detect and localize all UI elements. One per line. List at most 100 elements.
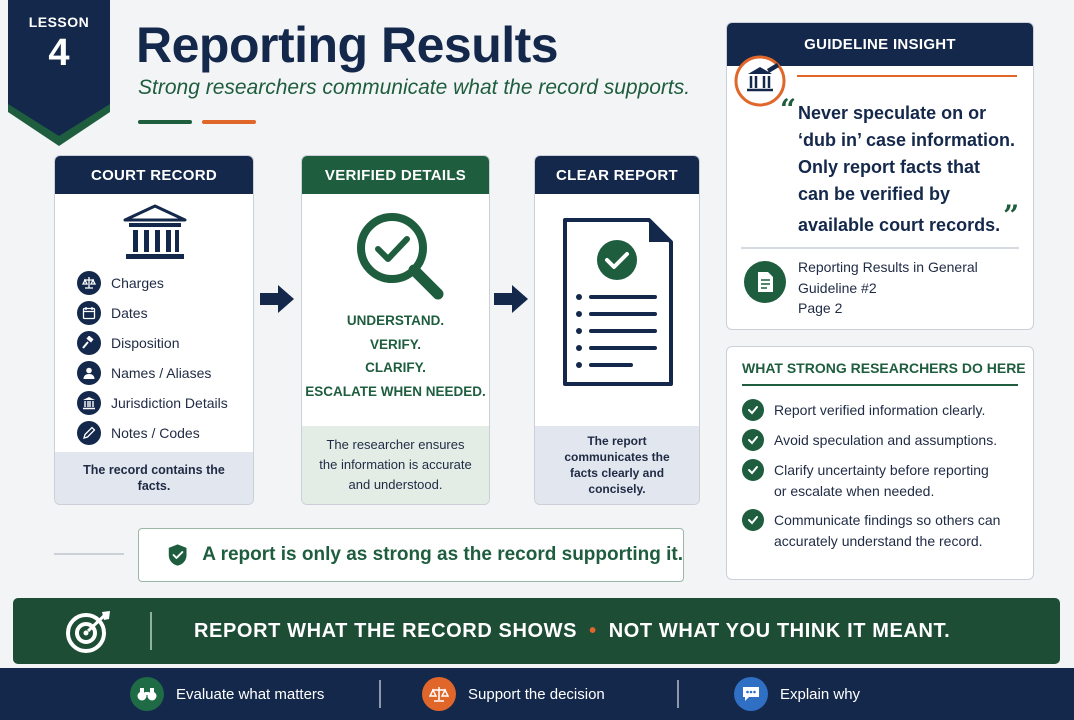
- arrow-right-icon: [494, 285, 528, 313]
- strong-researchers-title: WHAT STRONG RESEARCHERS DO HERE: [742, 360, 1026, 376]
- reference-line: Guideline #2: [798, 279, 877, 296]
- strong-item-text: Avoid speculation and assumptions.: [774, 432, 998, 448]
- divider-line: [54, 553, 124, 555]
- key-statement-text: A report is only as strong as the record…: [202, 544, 683, 565]
- quote-line: ‘dub in’ case information.: [798, 130, 1016, 150]
- clear-report-panel: CLEAR REPORT The report communicates the…: [534, 155, 700, 505]
- banner-part-1: REPORT WHAT THE RECORD SHOWS: [194, 620, 578, 642]
- strong-item-text: Report verified information clearly.: [774, 402, 986, 418]
- record-item-charges: Charges: [77, 271, 164, 295]
- verified-details-title: VERIFIED DETAILS: [302, 156, 489, 194]
- record-item-label: Notes / Codes: [111, 425, 200, 441]
- lesson-number: 4: [48, 32, 70, 74]
- open-quote-icon: “: [780, 93, 797, 126]
- strong-researchers-underline: [742, 384, 1018, 386]
- quote-line: Only report facts that: [798, 157, 981, 177]
- footer-item-label: Support the decision: [468, 685, 605, 703]
- guideline-quote: “Never speculate on or ‘dub in’ case inf…: [780, 96, 1020, 239]
- banner-separator: •: [589, 620, 597, 642]
- accent-line-green: [138, 120, 192, 124]
- strong-item: Clarify uncertainty before reporting or e…: [742, 459, 989, 502]
- strong-item: Avoid speculation and assumptions.: [742, 429, 998, 451]
- strong-item-text: or escalate when needed.: [774, 483, 935, 499]
- scales-icon: [77, 271, 101, 295]
- file-icon: [744, 261, 786, 303]
- record-item-label: Jurisdiction Details: [111, 395, 228, 411]
- binoculars-icon: [130, 677, 164, 711]
- verified-details-footer-text: The researcher ensures the information i…: [319, 437, 472, 492]
- step-escalate: ESCALATE WHEN NEEDED.: [305, 383, 486, 399]
- footer-divider: [677, 680, 679, 708]
- shield-check-icon: [168, 544, 187, 566]
- footer-item-label: Evaluate what matters: [176, 685, 325, 703]
- speech-bubble-icon: [734, 677, 768, 711]
- gavel-icon: [77, 331, 101, 355]
- check-icon: [742, 399, 764, 421]
- clear-report-title: CLEAR REPORT: [535, 156, 699, 194]
- quote-line: Never speculate on or: [798, 103, 987, 123]
- strong-item: Report verified information clearly.: [742, 399, 986, 421]
- key-message-banner: REPORT WHAT THE RECORD SHOWS • NOT WHAT YO…: [13, 598, 1060, 664]
- step-verify: VERIFY.: [369, 336, 421, 352]
- record-item-jurisdiction: Jurisdiction Details: [77, 391, 228, 415]
- strong-item-text: Clarify uncertainty before reporting: [774, 462, 989, 478]
- footer-item-support: Support the decision: [422, 677, 605, 711]
- court-record-footer-text: The record contains the facts.: [83, 463, 225, 493]
- court-record-title: COURT RECORD: [55, 156, 253, 194]
- verified-details-panel: VERIFIED DETAILS UNDERSTAND. VERIFY. CLA…: [301, 155, 490, 505]
- record-item-dates: Dates: [77, 301, 148, 325]
- record-item-disposition: Disposition: [77, 331, 179, 355]
- clear-report-footer-text: The report communicates the facts clearl…: [564, 434, 670, 496]
- close-quote-icon: ”: [1003, 199, 1020, 232]
- accent-line-orange: [202, 120, 256, 124]
- guideline-insight-title: GUIDELINE INSIGHT: [727, 23, 1033, 66]
- guideline-reference: Reporting Results in General Guideline #…: [798, 257, 978, 319]
- page-subtitle: Strong researchers communicate what the …: [138, 76, 691, 99]
- check-icon: [742, 429, 764, 451]
- pencil-icon: [77, 421, 101, 445]
- footer-item-evaluate: Evaluate what matters: [130, 677, 324, 711]
- guideline-divider: [741, 247, 1019, 249]
- step-clarify: CLARIFY.: [365, 360, 426, 375]
- court-record-panel: COURT RECORD Charges Dates Disposition N…: [54, 155, 254, 505]
- document-check-icon: [563, 218, 673, 386]
- reference-line: Page 2: [798, 300, 843, 316]
- scales-icon: [422, 677, 456, 711]
- banner-text: REPORT WHAT THE RECORD SHOWS • NOT WHAT YO…: [194, 620, 950, 643]
- check-icon: [742, 509, 764, 531]
- calendar-icon: [77, 301, 101, 325]
- quote-line: can be verified by: [798, 184, 951, 204]
- record-item-label: Disposition: [111, 335, 180, 351]
- page-title: Reporting Results: [136, 17, 559, 73]
- reference-line: Reporting Results in General: [798, 259, 978, 275]
- guideline-accent-line: [797, 75, 1017, 77]
- banner-part-2: NOT WHAT YOU THINK IT MEANT.: [608, 620, 951, 642]
- lesson-ribbon: [8, 0, 110, 146]
- quote-line: available court records.: [798, 215, 1001, 235]
- banner-divider: [150, 612, 152, 650]
- arrow-right-icon: [260, 285, 294, 313]
- quote-icon: [734, 55, 786, 107]
- record-item-label: Names / Aliases: [111, 365, 212, 381]
- footer-bar: [0, 668, 1074, 720]
- clear-report-footer: The report communicates the facts clearl…: [535, 426, 699, 504]
- magnifier-check-icon: [357, 213, 444, 300]
- record-item-names: Names / Aliases: [77, 361, 211, 385]
- footer-divider: [379, 680, 381, 708]
- courthouse-icon: [123, 204, 187, 259]
- record-item-label: Charges: [111, 275, 164, 291]
- person-icon: [77, 361, 101, 385]
- lesson-label: LESSON: [28, 14, 90, 30]
- verification-steps: UNDERSTAND. VERIFY. CLARIFY. ESCALATE WH…: [302, 309, 489, 403]
- key-statement-box: A report is only as strong as the record…: [138, 528, 684, 582]
- record-item-label: Dates: [111, 305, 148, 321]
- record-item-notes: Notes / Codes: [77, 421, 200, 445]
- building-icon: [77, 391, 101, 415]
- strong-item-text: Communicate findings so others can: [774, 512, 1001, 528]
- target-icon: [66, 611, 110, 653]
- footer-item-label: Explain why: [780, 685, 861, 703]
- check-icon: [742, 459, 764, 481]
- footer-item-explain: Explain why: [734, 677, 860, 711]
- verified-details-footer: The researcher ensures the information i…: [302, 426, 489, 504]
